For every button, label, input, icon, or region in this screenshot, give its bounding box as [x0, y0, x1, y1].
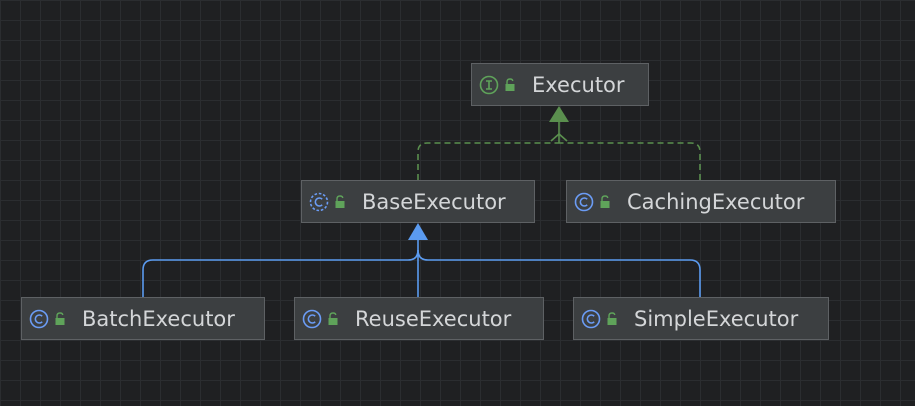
unlocked-icon — [328, 311, 338, 325]
edge-caching-executor-implements-executor — [559, 142, 701, 180]
class-name-label: CachingExecutor — [627, 189, 805, 214]
edge-batch-executor-extends-base-executor — [142, 249, 419, 297]
unlocked-icon — [335, 194, 345, 208]
extends-arrowhead — [408, 223, 428, 240]
implements-arrowhead — [549, 106, 569, 122]
class-icon — [302, 309, 322, 328]
unlocked-icon — [55, 311, 65, 325]
class-name-label: Executor — [532, 72, 625, 97]
class-node-reuse-executor[interactable]: ReuseExecutor — [294, 297, 544, 340]
class-node-base-executor[interactable]: BaseExecutor — [301, 180, 535, 223]
abstract-class-icon — [309, 192, 329, 211]
class-name-label: BaseExecutor — [362, 189, 506, 214]
unlocked-icon — [607, 311, 617, 325]
edge-simple-executor-extends-base-executor — [417, 249, 701, 297]
interface-icon — [479, 75, 499, 94]
class-icon — [581, 309, 601, 328]
class-node-batch-executor[interactable]: BatchExecutor — [21, 297, 265, 340]
class-node-executor[interactable]: Executor — [471, 63, 649, 106]
class-node-caching-executor[interactable]: CachingExecutor — [566, 180, 836, 223]
edge-implements-chevron — [550, 132, 568, 142]
class-icon — [29, 309, 49, 328]
class-icon — [574, 192, 594, 211]
unlocked-icon — [600, 194, 610, 208]
class-name-label: BatchExecutor — [82, 306, 235, 331]
class-name-label: SimpleExecutor — [634, 306, 799, 331]
class-name-label: ReuseExecutor — [355, 306, 512, 331]
class-node-simple-executor[interactable]: SimpleExecutor — [573, 297, 829, 340]
unlocked-icon — [505, 77, 515, 91]
edge-base-executor-implements-executor — [417, 142, 559, 180]
